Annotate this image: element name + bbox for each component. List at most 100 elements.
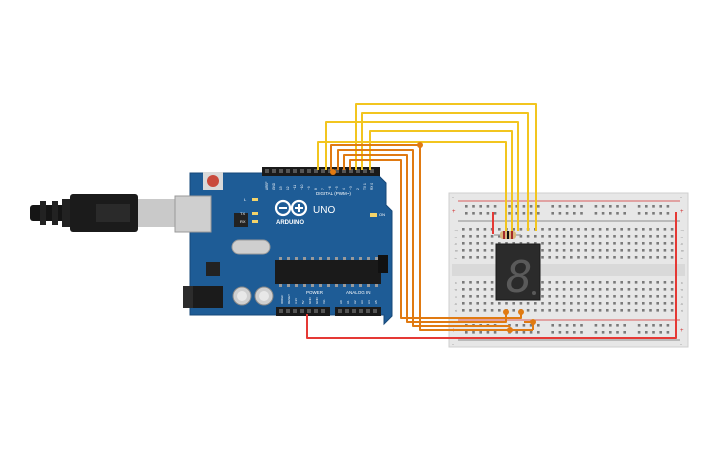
breadboard-hole[interactable] [663,256,667,259]
breadboard-hole[interactable] [476,309,479,312]
breadboard-hole[interactable] [627,256,631,259]
breadboard-hole[interactable] [584,295,587,298]
breadboard-hole[interactable] [472,212,475,215]
breadboard-hole[interactable] [529,212,533,215]
breadboard-hole[interactable] [570,295,573,298]
breadboard-hole[interactable] [670,249,674,252]
breadboard-hole[interactable] [634,235,638,238]
breadboard-hole[interactable] [562,281,566,284]
breadboard-hole[interactable] [472,331,475,334]
breadboard-hole[interactable] [537,331,540,334]
breadboard-hole[interactable] [620,235,623,238]
breadboard-hole[interactable] [537,205,540,208]
breadboard-hole[interactable] [591,228,595,231]
breadboard-hole[interactable] [541,281,544,284]
breadboard-hole[interactable] [598,281,602,284]
breadboard-hole[interactable] [498,242,501,245]
breadboard-hole[interactable] [613,288,616,291]
breadboard-hole[interactable] [591,302,595,305]
breadboard-hole[interactable] [555,228,559,231]
breadboard-hole[interactable] [591,288,595,291]
breadboard-hole[interactable] [577,309,580,312]
breadboard-hole[interactable] [476,281,479,284]
breadboard-hole[interactable] [616,205,619,208]
breadboard-hole[interactable] [663,242,667,245]
breadboard-hole[interactable] [642,256,645,259]
breadboard-hole[interactable] [606,295,609,298]
breadboard-hole[interactable] [469,288,472,291]
breadboard-hole[interactable] [642,281,645,284]
breadboard-hole[interactable] [670,281,674,284]
breadboard-hole[interactable] [526,309,530,312]
breadboard-hole[interactable] [613,242,616,245]
breadboard-hole[interactable] [558,205,562,208]
breadboard-hole[interactable] [570,242,573,245]
breadboard-hole[interactable] [656,309,659,312]
breadboard-hole[interactable] [479,212,482,215]
breadboard-hole[interactable] [645,212,648,215]
breadboard-hole[interactable] [645,324,648,327]
breadboard-hole[interactable] [670,256,674,259]
breadboard-hole[interactable] [555,242,559,245]
breadboard-hole[interactable] [562,288,566,291]
breadboard-hole[interactable] [606,309,609,312]
breadboard-hole[interactable] [594,331,598,334]
breadboard-hole[interactable] [609,205,612,208]
breadboard-hole[interactable] [580,324,583,327]
breadboard-hole[interactable] [548,242,551,245]
breadboard-hole[interactable] [663,302,667,305]
breadboard-hole[interactable] [656,235,659,238]
breadboard-hole[interactable] [613,256,616,259]
breadboard-hole[interactable] [490,242,494,245]
breadboard-hole[interactable] [642,309,645,312]
breadboard-hole[interactable] [670,235,674,238]
breadboard-hole[interactable] [613,235,616,238]
breadboard-hole[interactable] [519,228,523,231]
breadboard-hole[interactable] [469,309,472,312]
breadboard-hole[interactable] [498,309,501,312]
breadboard-hole[interactable] [649,242,652,245]
breadboard-hole[interactable] [508,212,511,215]
breadboard-hole[interactable] [490,281,494,284]
breadboard-hole[interactable] [584,249,587,252]
breadboard-hole[interactable] [584,302,587,305]
breadboard-hole[interactable] [515,324,518,327]
breadboard-hole[interactable] [534,302,537,305]
breadboard-hole[interactable] [642,288,645,291]
breadboard-hole[interactable] [666,324,670,327]
breadboard-hole[interactable] [598,256,602,259]
breadboard-hole[interactable] [663,288,667,291]
seven-segment-display[interactable]: 8 [495,243,541,303]
breadboard-hole[interactable] [570,288,573,291]
breadboard-hole[interactable] [551,331,554,334]
breadboard-hole[interactable] [483,281,487,284]
breadboard-hole[interactable] [613,249,616,252]
breadboard-hole[interactable] [565,205,569,208]
breadboard-hole[interactable] [613,228,616,231]
breadboard-hole[interactable] [591,281,595,284]
breadboard-hole[interactable] [649,302,652,305]
breadboard-hole[interactable] [613,281,616,284]
breadboard-hole[interactable] [620,302,623,305]
breadboard-hole[interactable] [594,212,598,215]
breadboard-hole[interactable] [526,242,530,245]
breadboard-hole[interactable] [526,235,530,238]
breadboard-hole[interactable] [512,228,515,231]
breadboard-hole[interactable] [562,309,566,312]
breadboard-hole[interactable] [584,288,587,291]
breadboard-hole[interactable] [601,205,605,208]
breadboard-hole[interactable] [627,288,631,291]
breadboard-hole[interactable] [522,205,526,208]
breadboard-hole[interactable] [462,256,465,259]
breadboard-hole[interactable] [594,205,598,208]
breadboard-hole[interactable] [462,295,465,298]
breadboard-hole[interactable] [580,331,583,334]
breadboard-hole[interactable] [620,242,623,245]
breadboard-hole[interactable] [469,256,472,259]
breadboard-hole[interactable] [620,249,623,252]
breadboard-hole[interactable] [483,242,487,245]
breadboard-hole[interactable] [522,331,526,334]
breadboard-hole[interactable] [609,324,612,327]
breadboard-hole[interactable] [627,242,631,245]
breadboard-hole[interactable] [548,295,551,298]
